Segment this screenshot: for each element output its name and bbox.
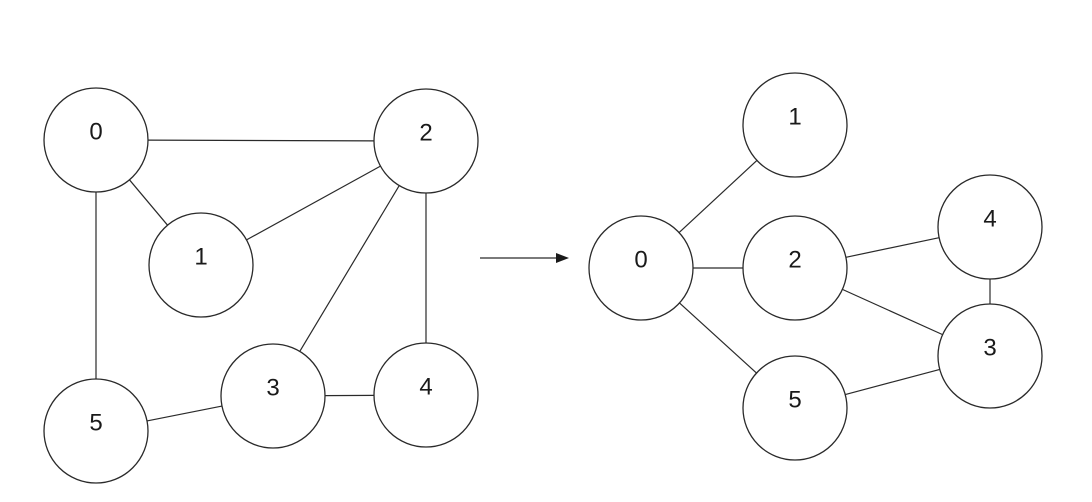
left-edge-2-3	[299, 185, 400, 352]
right-node-4: 4	[937, 174, 1043, 280]
left-node-label-1: 1	[194, 244, 207, 271]
left-node-circle-2	[373, 88, 479, 194]
left-node-circle-5	[43, 378, 149, 484]
left-node-label-0: 0	[89, 119, 102, 146]
right-edge-0-1	[678, 159, 758, 234]
left-node-label-4: 4	[419, 374, 432, 401]
left-node-3: 3	[220, 343, 326, 449]
left-node-5: 5	[43, 378, 149, 484]
transform-arrow	[480, 253, 569, 263]
right-edge-5-3	[845, 368, 940, 396]
right-node-label-3: 3	[983, 335, 996, 362]
left-node-circle-0	[43, 87, 149, 193]
right-node-circle-2	[742, 215, 848, 321]
left-node-label-2: 2	[419, 120, 432, 147]
left-graph-edges	[95, 139, 427, 422]
right-graph-nodes: 0 1 2 3 4 5	[588, 72, 1043, 461]
left-edge-0-1	[128, 179, 169, 226]
left-node-circle-4	[373, 342, 479, 448]
right-edge-0-5	[679, 302, 757, 374]
right-edge-2-3	[842, 288, 943, 336]
right-node-0: 0	[588, 215, 694, 321]
right-node-3: 3	[937, 303, 1043, 409]
right-node-circle-5	[742, 355, 848, 461]
arrow-head-icon	[556, 253, 569, 263]
right-node-label-5: 5	[788, 387, 801, 414]
right-edge-2-4	[845, 237, 940, 258]
left-node-4: 4	[373, 342, 479, 448]
right-node-label-1: 1	[788, 104, 801, 131]
left-edge-0-2	[147, 139, 375, 142]
left-edge-1-2	[246, 165, 381, 241]
left-node-0: 0	[43, 87, 149, 193]
right-graph-edges	[678, 159, 991, 396]
right-node-circle-4	[937, 174, 1043, 280]
right-node-2: 2	[742, 215, 848, 321]
right-node-circle-0	[588, 215, 694, 321]
right-node-label-2: 2	[788, 247, 801, 274]
right-node-1: 1	[742, 72, 848, 178]
right-node-label-0: 0	[634, 247, 647, 274]
right-node-circle-1	[742, 72, 848, 178]
left-node-1: 1	[148, 212, 254, 318]
right-node-circle-3	[937, 303, 1043, 409]
left-node-2: 2	[373, 88, 479, 194]
left-node-label-3: 3	[266, 375, 279, 402]
left-node-circle-3	[220, 343, 326, 449]
right-node-label-4: 4	[983, 206, 996, 233]
left-graph-nodes: 0 1 2 3 4 5	[43, 87, 479, 484]
left-node-circle-1	[148, 212, 254, 318]
left-node-label-5: 5	[89, 410, 102, 437]
right-node-5: 5	[742, 355, 848, 461]
left-edge-5-3	[146, 405, 223, 422]
